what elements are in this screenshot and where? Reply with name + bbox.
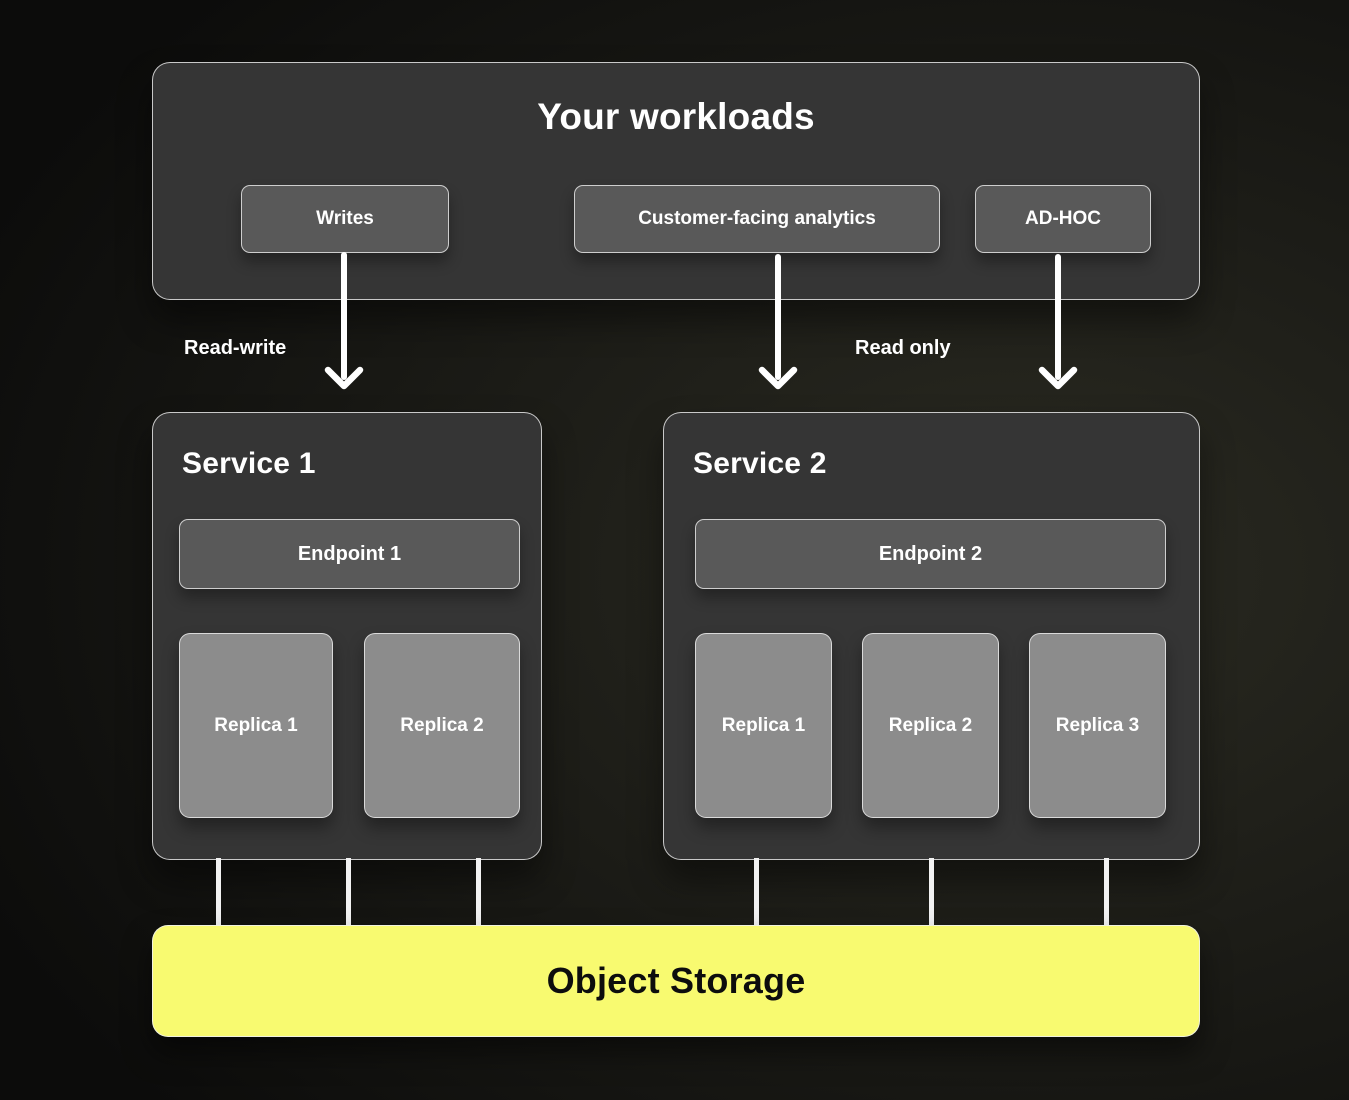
object-storage-label: Object Storage <box>546 960 806 1001</box>
read-only-label: Read only <box>855 337 951 359</box>
service2-replica1-box: Replica 1 <box>695 633 832 818</box>
connector-line <box>346 858 351 926</box>
connector-line <box>929 858 934 926</box>
arrow-head-icon <box>758 366 798 390</box>
service1-title: Service 1 <box>182 447 316 480</box>
workload-adhoc-box: AD-HOC <box>975 185 1151 253</box>
service2-replica2-box: Replica 2 <box>862 633 999 818</box>
connector-line <box>754 858 759 926</box>
service1-replica2-box: Replica 2 <box>364 633 520 818</box>
workloads-panel: Your workloads Writes Customer-facing an… <box>152 62 1200 300</box>
workloads-title: Your workloads <box>537 96 815 137</box>
connector-line <box>476 858 481 926</box>
workload-analytics-box: Customer-facing analytics <box>574 185 940 253</box>
service2-replica3-box: Replica 3 <box>1029 633 1166 818</box>
arrow-shaft <box>1055 254 1061 380</box>
arrow-shaft <box>775 254 781 380</box>
service1-endpoint-box: Endpoint 1 <box>179 519 520 589</box>
object-storage-bar: Object Storage <box>152 925 1200 1037</box>
service2-endpoint-box: Endpoint 2 <box>695 519 1166 589</box>
service2-title: Service 2 <box>693 447 827 480</box>
read-write-label: Read-write <box>184 337 287 359</box>
arrow-down-icon <box>758 254 798 390</box>
service2-panel: Service 2 Endpoint 2 Replica 1 Replica 2… <box>663 412 1200 860</box>
arrow-down-icon <box>1038 254 1078 390</box>
connector-line <box>216 858 221 926</box>
service1-replica1-box: Replica 1 <box>179 633 333 818</box>
arrow-shaft <box>341 252 347 380</box>
service1-panel: Service 1 Endpoint 1 Replica 1 Replica 2 <box>152 412 542 860</box>
arrow-head-icon <box>1038 366 1078 390</box>
connector-line <box>1104 858 1109 926</box>
workload-writes-box: Writes <box>241 185 449 253</box>
arrow-head-icon <box>324 366 364 390</box>
arrow-down-icon <box>324 252 364 390</box>
